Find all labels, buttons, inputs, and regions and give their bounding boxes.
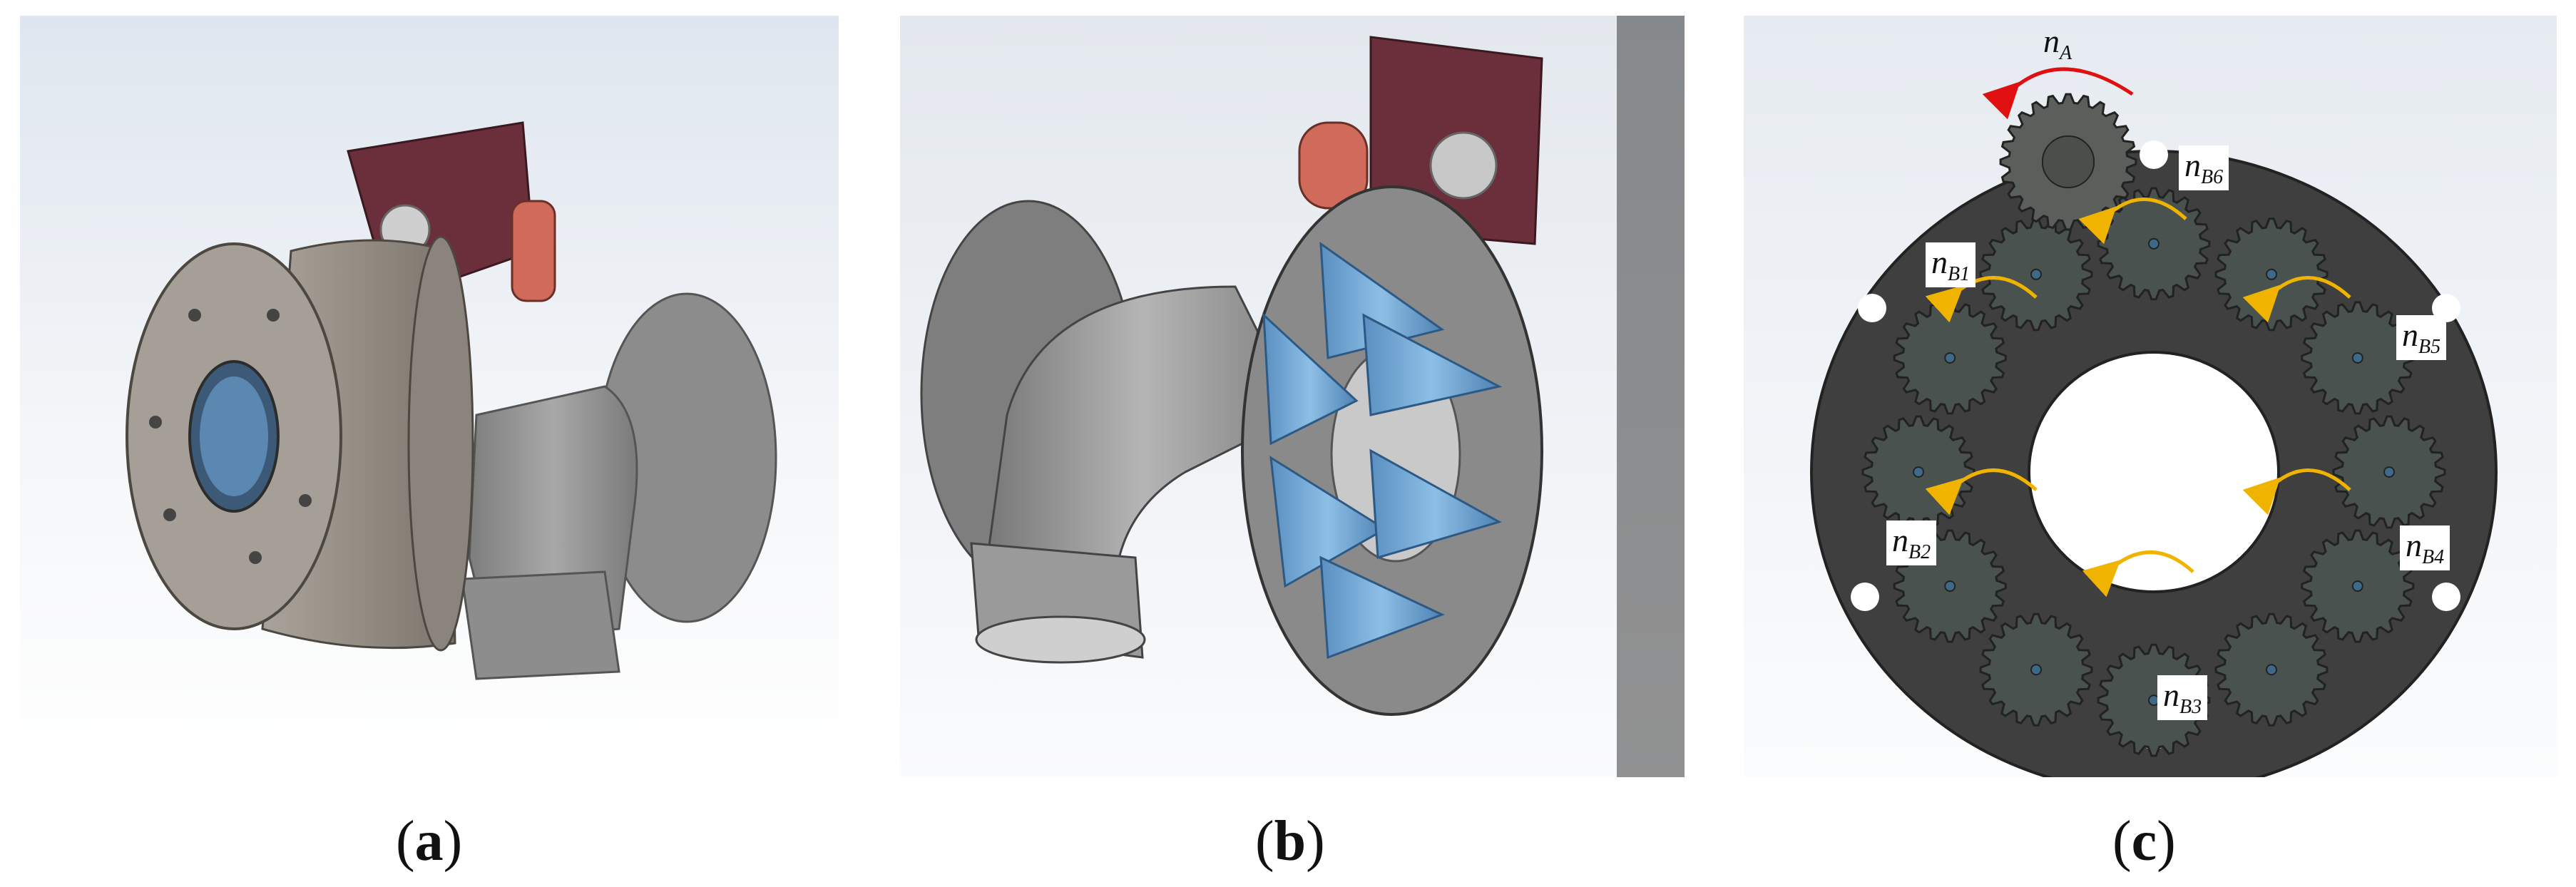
rotation-arrow-b1	[1925, 276, 2038, 323]
planet-gears	[1861, 187, 2446, 757]
planet-gear-hub	[1944, 352, 1956, 364]
planet-gear-hub	[2030, 664, 2042, 676]
cone	[1262, 312, 1359, 446]
bolt-hole	[249, 551, 262, 564]
driver-rotation-arrow	[1982, 67, 2134, 120]
planet-gear-hub	[2266, 268, 2277, 280]
bolt-hole	[163, 508, 176, 521]
planet-gear-hub	[2383, 466, 2395, 478]
rotation-arrow-b5	[2242, 276, 2351, 323]
motor-cap	[511, 200, 556, 302]
assembly-cones-render	[900, 16, 1685, 777]
rotation-arrow-b2	[1925, 468, 2038, 516]
assembly-exterior-render	[20, 16, 839, 777]
drive-gear-hint	[1429, 131, 1498, 200]
pipe-outlet	[461, 570, 620, 680]
planet-gear-hub	[2266, 664, 2277, 676]
mount-hole	[1851, 583, 1879, 611]
center-hole	[2028, 351, 2280, 593]
cone	[1319, 555, 1445, 660]
label-nB3: nB3	[2157, 675, 2208, 721]
visible-cones	[200, 376, 268, 496]
bolt-hole	[299, 494, 312, 507]
planet-gear-hub	[2351, 580, 2363, 593]
rotation-arrow-b6	[2078, 198, 2187, 245]
planet-gear-hub	[2351, 352, 2363, 364]
panel-a-render	[20, 16, 839, 777]
outlet-mouth	[975, 615, 1146, 664]
planet-gear-hub	[2030, 268, 2042, 280]
caption-a: (a)	[396, 810, 463, 873]
cone	[1362, 313, 1503, 416]
label-nB2: nB2	[1886, 521, 1937, 566]
planet-gear-hub	[1944, 580, 1956, 593]
mount-hole	[2432, 583, 2460, 611]
planetary-gear-diagram	[1744, 16, 2557, 777]
cone	[1369, 448, 1502, 559]
label-nB5: nB5	[2396, 315, 2447, 361]
label-nB6: nB6	[2179, 145, 2229, 191]
caption-b: (b)	[1255, 810, 1325, 873]
rear-flange	[407, 235, 474, 652]
mount-hole	[1858, 294, 1886, 322]
rotation-arrow-b4	[2242, 468, 2351, 516]
rotation-arrow-b3	[2082, 550, 2194, 598]
panel-b-render	[900, 16, 1685, 777]
cone	[1269, 456, 1387, 588]
panel-c-gear-diagram: nA nB6 nB1 nB5 nB2 nB4 nB3	[1744, 16, 2557, 777]
blurred-edge	[1617, 16, 1685, 777]
caption-c: (c)	[2112, 810, 2176, 873]
label-nB1: nB1	[1926, 242, 1976, 288]
bolt-hole	[149, 416, 162, 429]
label-nB4: nB4	[2400, 525, 2450, 571]
bolt-hole	[267, 309, 280, 322]
mount-hole	[2140, 140, 2168, 169]
cone-array	[1262, 241, 1503, 660]
label-nA: nA	[2043, 23, 2072, 65]
planet-gear-hub	[1913, 466, 1924, 478]
bolt-hole	[188, 309, 201, 322]
planet-gear-hub	[2148, 237, 2160, 250]
driver-gear-body-hub	[2041, 135, 2095, 189]
